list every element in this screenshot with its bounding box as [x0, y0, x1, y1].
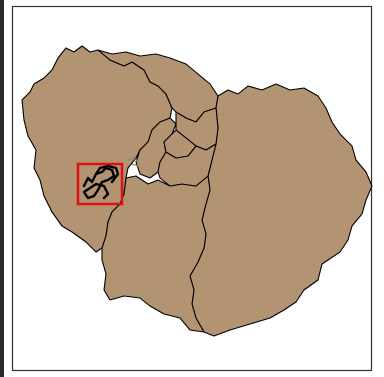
left-edge-strip [0, 0, 4, 377]
marker-icon [127, 157, 139, 167]
region-center-city [163, 129, 197, 159]
route-track [82, 164, 120, 200]
highlight-box[interactable] [76, 162, 124, 206]
